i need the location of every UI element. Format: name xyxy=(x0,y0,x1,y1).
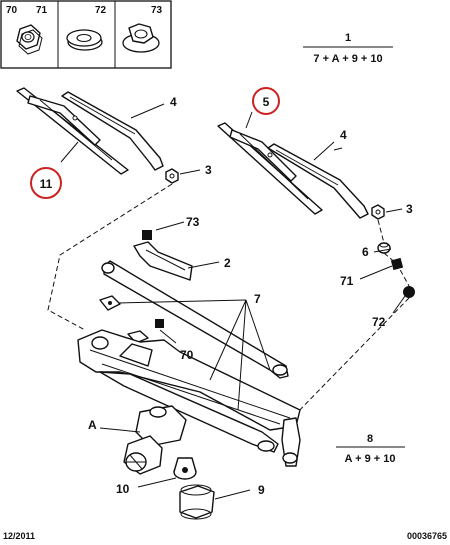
bracket-73 xyxy=(133,230,193,281)
callout-3-right: 3 xyxy=(406,202,413,216)
cover-9 xyxy=(179,484,215,520)
part-number-70: 70 xyxy=(6,5,18,16)
nut-right xyxy=(371,204,385,220)
kit-1: 1 7 + A + 9 + 10 xyxy=(303,32,393,65)
callout-A: A xyxy=(88,418,97,432)
wiper-blade-right xyxy=(217,122,323,215)
callout-6: 6 xyxy=(362,245,369,259)
callout-71: 71 xyxy=(340,274,354,288)
wiper-motor xyxy=(123,405,187,475)
callout-7: 7 xyxy=(254,292,261,306)
kit-8-number: 8 xyxy=(367,433,373,445)
callout-5: 5 xyxy=(263,95,270,109)
highlight-circle-5 xyxy=(252,87,280,115)
clip-parts xyxy=(99,295,164,344)
callout-4-left: 4 xyxy=(170,95,177,109)
callout-73: 73 xyxy=(186,215,200,229)
crank-10 xyxy=(173,457,197,480)
wiper-blade-left xyxy=(16,87,129,175)
flanged-nut-icon xyxy=(122,23,160,53)
kit-1-formula: 7 + A + 9 + 10 xyxy=(313,53,382,65)
clip-72-marker xyxy=(403,286,415,298)
callout-10: 10 xyxy=(116,482,130,496)
footer-date: 12/2011 xyxy=(3,531,35,541)
part-number-71: 71 xyxy=(36,5,48,16)
washer-icon xyxy=(66,29,103,51)
callout-11: 11 xyxy=(40,177,53,191)
leader-lines xyxy=(60,103,406,500)
part-number-73: 73 xyxy=(151,5,163,16)
wiper-arm-right xyxy=(267,143,369,219)
callout-70: 70 xyxy=(180,348,194,362)
kit-8-formula: A + 9 + 10 xyxy=(345,453,396,465)
highlight-circle-11 xyxy=(30,167,62,199)
callout-2: 2 xyxy=(224,256,231,270)
nut-left xyxy=(165,168,179,184)
callout-4-right: 4 xyxy=(340,128,347,142)
linkage-frame-7 xyxy=(77,329,301,467)
kit-1-number: 1 xyxy=(345,32,351,44)
header-parts-box: 70 71 72 73 xyxy=(0,0,172,69)
callout-9: 9 xyxy=(258,483,265,497)
callout-3-left: 3 xyxy=(205,163,212,177)
clip-70-marker xyxy=(155,319,164,328)
callout-72: 72 xyxy=(372,315,386,329)
wiper-arm-left xyxy=(61,91,164,171)
footer-reference: 00036765 xyxy=(407,531,447,541)
hex-nut-icon xyxy=(16,24,43,55)
cap-6 xyxy=(377,242,391,254)
bracket-73-marker xyxy=(142,230,152,240)
guide-lines xyxy=(47,183,410,421)
kit-8: 8 A + 9 + 10 xyxy=(336,433,405,465)
part-number-72: 72 xyxy=(95,5,107,16)
